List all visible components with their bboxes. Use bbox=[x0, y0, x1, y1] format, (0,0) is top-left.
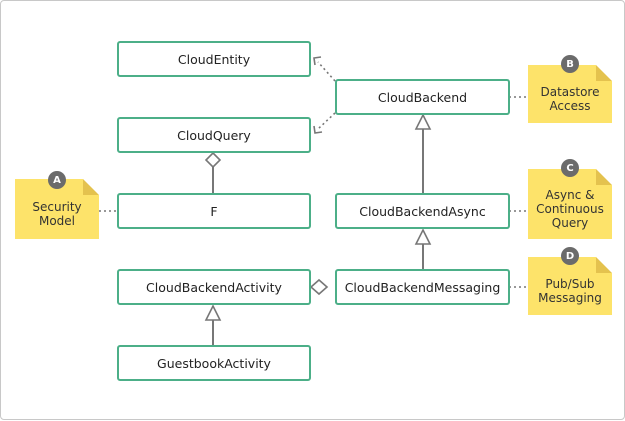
note-a-line1: Security bbox=[32, 200, 82, 214]
note-security-model: Security Model bbox=[15, 179, 99, 239]
note-a-line2: Model bbox=[38, 214, 76, 228]
class-cloud-query-label: CloudQuery bbox=[177, 127, 251, 143]
class-cloud-query: CloudQuery bbox=[117, 117, 311, 153]
note-d-line1: Pub/Sub bbox=[545, 277, 595, 291]
class-cloud-backend-activity-label: CloudBackendActivity bbox=[146, 279, 282, 295]
badge-c: C bbox=[561, 159, 579, 177]
note-datastore-access-text: Datastore Access bbox=[540, 75, 599, 113]
note-c-line2: Continuous bbox=[536, 202, 604, 216]
note-fold bbox=[596, 169, 612, 185]
badge-a: A bbox=[48, 171, 66, 189]
badge-b: B bbox=[561, 55, 579, 73]
note-fold bbox=[596, 65, 612, 81]
generalization-arrow-backend bbox=[414, 113, 432, 130]
class-cloud-entity: CloudEntity bbox=[117, 41, 311, 77]
class-f: F bbox=[117, 193, 311, 229]
class-cloud-entity-label: CloudEntity bbox=[177, 51, 251, 67]
generalization-arrow-async bbox=[414, 228, 432, 245]
class-cloud-backend-activity: CloudBackendActivity bbox=[117, 269, 311, 305]
note-pub-sub-messaging: Pub/Sub Messaging bbox=[528, 257, 612, 315]
aggregation-diamond-cloudquery bbox=[204, 151, 222, 169]
note-pub-sub-messaging-text: Pub/Sub Messaging bbox=[538, 267, 602, 305]
dependency-backend-entity bbox=[317, 61, 336, 82]
class-cloud-backend-messaging: CloudBackendMessaging bbox=[335, 269, 510, 305]
class-cloud-backend-async: CloudBackendAsync bbox=[335, 193, 510, 229]
note-b-line1: Datastore bbox=[540, 85, 600, 99]
note-b-line2: Access bbox=[549, 99, 591, 113]
note-async-continuous-query-text: Async & Continuous Query bbox=[536, 178, 604, 230]
dependency-arrowhead-query bbox=[313, 125, 323, 134]
note-c-line3: Query bbox=[551, 216, 589, 230]
class-guestbook-activity: GuestbookActivity bbox=[117, 345, 311, 381]
badge-d: D bbox=[561, 247, 579, 265]
note-fold bbox=[83, 179, 99, 195]
dependency-arrowhead-entity bbox=[313, 56, 322, 66]
class-f-label: F bbox=[210, 203, 218, 219]
dependency-backend-query bbox=[317, 112, 336, 130]
note-async-continuous-query: Async & Continuous Query bbox=[528, 169, 612, 239]
class-guestbook-activity-label: GuestbookActivity bbox=[157, 355, 271, 371]
note-d-line2: Messaging bbox=[538, 291, 602, 305]
note-c-line1: Async & bbox=[545, 188, 595, 202]
class-cloud-backend-messaging-label: CloudBackendMessaging bbox=[344, 279, 501, 295]
note-fold bbox=[596, 257, 612, 273]
note-datastore-access: Datastore Access bbox=[528, 65, 612, 123]
class-cloud-backend-label: CloudBackend bbox=[377, 89, 468, 105]
class-cloud-backend-async-label: CloudBackendAsync bbox=[359, 203, 486, 219]
aggregation-diamond-messaging bbox=[309, 278, 329, 296]
generalization-arrow-activity bbox=[204, 304, 222, 321]
class-cloud-backend: CloudBackend bbox=[335, 79, 510, 115]
note-security-model-text: Security Model bbox=[32, 190, 81, 228]
